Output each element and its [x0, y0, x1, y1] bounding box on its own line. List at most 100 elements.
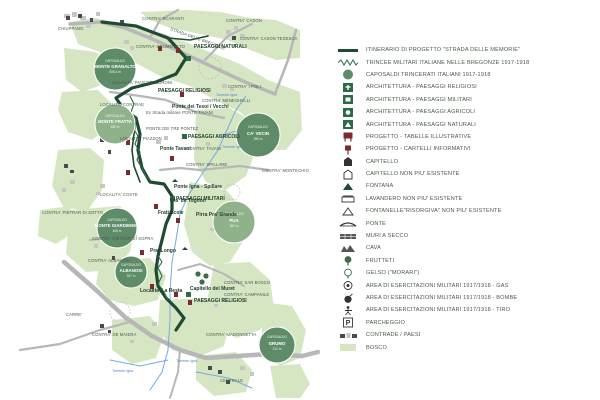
legend-label: ARCHITETTURA - PAESAGGI NATURALI — [366, 121, 476, 128]
stronghold-labels: CAPOSALDO MONTE GRANALTO 505,4 m CAPOSAL… — [94, 59, 287, 351]
svg-text:Ponte Igna - Spillare: Ponte Igna - Spillare — [174, 184, 222, 190]
landscape-markers — [170, 56, 191, 297]
capitello-icon — [336, 156, 360, 167]
buildings — [62, 12, 254, 376]
legend-label: ARCHITETTURA - PAESAGGI RELIGIOSI — [366, 84, 477, 91]
forest-icon — [336, 342, 360, 353]
svg-text:CONTRA' CAMPANILE: CONTRA' CAMPANILE — [224, 292, 269, 297]
legend-item-quarry: CAVA — [336, 242, 598, 254]
svg-text:LOCALITA' COSTE: LOCALITA' COSTE — [100, 192, 138, 197]
legend-label: CAVA — [366, 245, 382, 252]
trail-map: CAPOSALDO MONTE GRANALTO 505,4 m CAPOSAL… — [18, 8, 321, 399]
legend-label: MURI A SECCO — [366, 233, 409, 240]
svg-text:Pra' Longo: Pra' Longo — [150, 248, 176, 254]
svg-text:Ponte dei Tesoi / Vecchi: Ponte dei Tesoi / Vecchi — [172, 104, 229, 110]
trench-line — [157, 255, 169, 301]
gas-exercise-icon — [336, 280, 360, 291]
svg-text:CONTRA' SCARANTI: CONTRA' SCARANTI — [142, 16, 184, 21]
legend-label: ARCHITETTURA - PAESAGGI MILITARI — [366, 96, 472, 103]
svg-text:Torrente Igna: Torrente Igna — [216, 93, 237, 97]
svg-text:GRUMO: GRUMO — [269, 341, 286, 346]
fountain-icons — [172, 179, 188, 250]
legend-label: AREA DI ESERCITAZIONI MILITARI 1917/1918… — [366, 282, 509, 289]
bridge-icon — [336, 218, 360, 229]
legend-label: LAVANDERO NON PIU' ESISTENTE — [366, 195, 463, 202]
svg-text:486 m: 486 m — [111, 125, 120, 129]
shooting-exercise-icon — [336, 305, 360, 316]
orchard-icon — [336, 255, 360, 266]
svg-text:CONTRA' PIETRAR DI SOPRA: CONTRA' PIETRAR DI SOPRA — [92, 236, 153, 241]
svg-text:CENTRALE: CENTRALE — [220, 378, 243, 383]
quarry-icon — [336, 243, 360, 254]
legend-item-forest: BOSCO — [336, 341, 598, 353]
legend-item-information-panel: PROGETTO - CARTELLI INFORMATIVI — [336, 143, 598, 155]
natural-architecture-icon — [336, 119, 360, 130]
svg-text:390 m: 390 m — [254, 137, 263, 141]
legend-label: FRUTTETI — [366, 257, 395, 264]
svg-text:CONTRA' CASON: CONTRA' CASON — [226, 18, 262, 23]
svg-text:CONTRA' SPILLARE: CONTRA' SPILLARE — [186, 162, 227, 167]
legend-item-dry-wall: MURI A SECCO — [336, 230, 598, 242]
svg-text:LOCALITA' CONTRAE: LOCALITA' CONTRAE — [100, 102, 144, 107]
svg-text:CARRE': CARRE' — [66, 312, 82, 317]
svg-text:PUA: PUA — [229, 218, 239, 223]
svg-text:CONTRA' MONTECHIO: CONTRA' MONTECHIO — [262, 168, 310, 173]
svg-text:CONTRA' GRUMO ALTO: CONTRA' GRUMO ALTO — [136, 44, 186, 49]
legend-label: PROGETTO - TABELLE ILLUSTRATIVE — [366, 133, 472, 140]
legend-item-mulberry: GELSO ("MORARI") — [336, 267, 598, 279]
legend-item-agricultural-architecture: ARCHITETTURA - PAESAGGI AGRICOLI — [336, 106, 598, 118]
svg-text:LOCALITA' PIAZZON: LOCALITA' PIAZZON — [120, 136, 162, 141]
svg-text:CA' VECIN: CA' VECIN — [247, 131, 269, 136]
orchard-icons — [195, 271, 209, 285]
svg-text:CONTRA' TAVANI: CONTRA' TAVANI — [186, 146, 221, 151]
legend-item-trench-stronghold: CAPOSALDI TRINCERATI ITALIANI 1917-1918 — [336, 69, 598, 81]
map-legend: ITINERARIO DI PROGETTO "STRADA DELLE MEM… — [336, 44, 598, 354]
svg-text:CAPOSALDO: CAPOSALDO — [107, 218, 127, 222]
legend-item-religious-architecture: ARCHITETTURA - PAESAGGI RELIGIOSI — [336, 81, 598, 93]
svg-text:MONTE GRANALTO: MONTE GRANALTO — [94, 64, 136, 69]
legend-label: FONTANA — [366, 183, 394, 190]
legend-item-bomb-exercise: AREA DI ESERCITAZIONI MILITARI 1917/1918… — [336, 292, 598, 304]
svg-text:PAESAGGI NATURALI: PAESAGGI NATURALI — [194, 44, 247, 50]
spring-missing-icon — [336, 206, 360, 217]
svg-text:PAESAGGI RELIGIOSI: PAESAGGI RELIGIOSI — [158, 88, 211, 94]
svg-text:LOCALITA' PIAN DEI CORONI: LOCALITA' PIAN DEI CORONI — [112, 80, 172, 85]
trench-stronghold-icon — [336, 69, 360, 80]
svg-text:CAPOSALDO: CAPOSALDO — [105, 59, 125, 63]
svg-text:P: P — [346, 320, 351, 327]
svg-text:Frati Scole: Frati Scole — [158, 210, 184, 216]
svg-text:Localita' La Resta: Localita' La Resta — [140, 288, 183, 294]
legend-item-districts: CONTRADE / PAESI — [336, 329, 598, 341]
svg-text:PAESAGGI AGRICOLI: PAESAGGI AGRICOLI — [188, 134, 240, 140]
legend-item-itinerary-line: ITINERARIO DI PROGETTO "STRADA DELLE MEM… — [336, 44, 598, 56]
dark-buildings — [64, 14, 236, 384]
legend-item-gas-exercise: AREA DI ESERCITAZIONI MILITARI 1917/1918… — [336, 279, 598, 291]
svg-text:Torrente Igna: Torrente Igna — [176, 359, 197, 363]
exercise-areas — [109, 56, 241, 323]
dry-wall-icon — [336, 231, 360, 242]
legend-label: CAPITELLO — [366, 158, 399, 165]
svg-text:PAESAGGI RELIGIOSI: PAESAGGI RELIGIOSI — [194, 298, 247, 304]
svg-text:CONTRA' MENEGHELLI: CONTRA' MENEGHELLI — [202, 98, 250, 103]
mulberry-icon — [336, 268, 360, 279]
parking-icon: P — [336, 317, 360, 328]
svg-text:PAESAGGI MILITARI: PAESAGGI MILITARI — [176, 196, 225, 202]
legend-label: FONTANELLE"RISORGIVA" NON PIU' ESISTENTE — [366, 208, 502, 215]
svg-text:PONTE DEI TRE PONTEZ: PONTE DEI TRE PONTEZ — [146, 126, 199, 131]
svg-text:Pirra Pra' Grande: Pirra Pra' Grande — [196, 212, 237, 218]
legend-label: PROGETTO - CARTELLI INFORMATIVI — [366, 146, 471, 153]
svg-text:MONTE GIARDIENER: MONTE GIARDIENER — [95, 223, 140, 228]
military-architecture-icon — [336, 94, 360, 105]
legend-item-illustrative-panel: PROGETTO - TABELLE ILLUSTRATIVE — [336, 131, 598, 143]
svg-text:Torrente Igna: Torrente Igna — [112, 369, 133, 373]
stronghold-circles — [93, 47, 296, 364]
svg-text:CONTRA' CASON TEDESCA: CONTRA' CASON TEDESCA — [240, 36, 298, 41]
landscape-labels: PAESAGGI NATURALI PAESAGGI RELIGIOSI PAE… — [158, 44, 247, 304]
svg-text:CONTRA' DE MAIERA: CONTRA' DE MAIERA — [92, 332, 136, 337]
legend-label: CAPITELLO NON PIU' ESISTENTE — [366, 171, 460, 178]
svg-text:Torrente Igna: Torrente Igna — [222, 145, 243, 149]
svg-text:212 m: 212 m — [273, 347, 282, 351]
information-panel-icon — [336, 144, 360, 155]
legend-item-fountain: FONTANA — [336, 180, 598, 192]
